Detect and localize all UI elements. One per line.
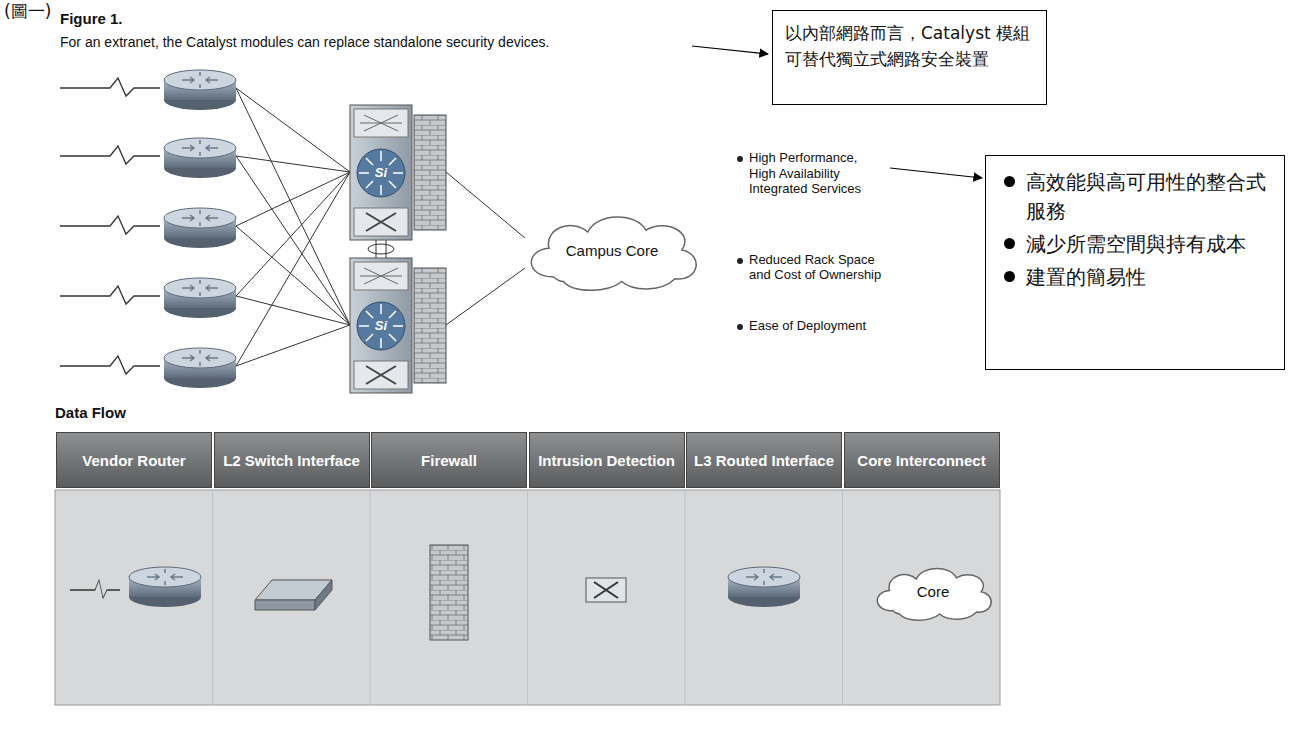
bullet-text: 高效能與高可用性的整合式服務: [1000, 168, 1270, 226]
node-text: Firewall: [378, 452, 520, 469]
core-cloud: Campus Core: [515, 205, 709, 295]
core-cloud: Core: [866, 560, 1000, 624]
table-header: L2 Switch Interface: [214, 432, 370, 488]
figure-title: Figure 1.: [60, 10, 123, 27]
node-text: Vendor Router: [63, 452, 205, 469]
table-header: L3 Routed Interface: [686, 432, 842, 488]
feature-bullet: Ease of Deployment: [735, 318, 887, 334]
switch-label: Si: [367, 318, 395, 333]
node-text: Intrusion Detection: [536, 452, 678, 469]
feature-bullet: High Performance, High Availability Inte…: [735, 150, 887, 197]
callout-box: 以內部網路而言，Catalyst 模組可替代獨立式網路安全裝置: [772, 10, 1047, 105]
feature-bullet: Reduced Rack Space and Cost of Ownership: [735, 252, 887, 283]
table-header: Core Interconnect: [844, 432, 1000, 488]
node-text: L2 Switch Interface: [221, 452, 363, 469]
node-text: Core Interconnect: [851, 452, 993, 469]
bullet-text: 減少所需空間與持有成本: [1000, 230, 1270, 259]
figure-number: (圖一): [4, 0, 51, 23]
subtitle: For an extranet, the Catalyst modules ca…: [60, 34, 549, 50]
table-header: Vendor Router: [56, 432, 212, 488]
callout-box: 高效能與高可用性的整合式服務減少所需空間與持有成本建置的簡易性: [985, 155, 1285, 370]
bullet-text: 建置的簡易性: [1000, 263, 1270, 292]
node-text: L3 Routed Interface: [693, 452, 835, 469]
node-text: Campus Core: [515, 242, 709, 259]
table-header: Firewall: [371, 432, 527, 488]
table-header: Intrusion Detection: [529, 432, 685, 488]
node-text: 以內部網路而言，Catalyst 模組可替代獨立式網路安全裝置: [785, 21, 1034, 72]
node-text: Core: [866, 583, 1000, 600]
section-heading: Data Flow: [55, 404, 126, 421]
switch-label: Si: [367, 165, 395, 180]
